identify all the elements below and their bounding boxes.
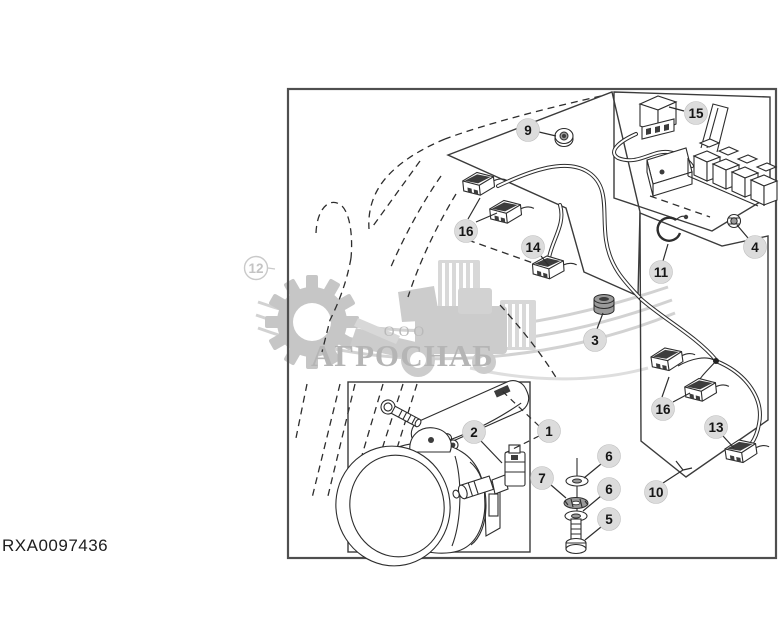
leader-line bbox=[540, 255, 550, 267]
leader-line bbox=[675, 460, 684, 471]
callout-number: 2 bbox=[470, 425, 478, 440]
callout-number: 4 bbox=[751, 240, 759, 255]
callout-bubble[interactable] bbox=[462, 420, 486, 444]
callout-bubble[interactable] bbox=[704, 415, 728, 439]
callout-4[interactable]: 4 bbox=[736, 224, 767, 259]
callout-number: 6 bbox=[605, 449, 613, 464]
callout-number: 11 bbox=[654, 265, 669, 280]
callout-number: 3 bbox=[591, 333, 599, 348]
watermark-org-prefix: ООО bbox=[384, 324, 429, 340]
part-number-label: RXA0097436 bbox=[2, 536, 109, 555]
leader-line bbox=[736, 224, 749, 239]
callout-bubble[interactable] bbox=[684, 101, 708, 125]
leader-line bbox=[596, 312, 604, 330]
fog-lamp bbox=[335, 427, 501, 567]
callout-13[interactable]: 13 bbox=[704, 415, 735, 449]
leader-line bbox=[475, 212, 498, 223]
callout-bubble[interactable] bbox=[537, 419, 561, 443]
callout-bubble[interactable] bbox=[597, 444, 621, 468]
callout-number: 5 bbox=[605, 512, 613, 527]
callout-2[interactable]: 2 bbox=[462, 420, 503, 464]
leader-line bbox=[582, 495, 602, 512]
relay-15 bbox=[638, 95, 678, 140]
panel-harness-right bbox=[639, 211, 769, 478]
watermark-gear-icon bbox=[265, 275, 359, 369]
leader-line bbox=[538, 131, 557, 137]
watermark-graphic: ООО АГРОСНАБ bbox=[255, 260, 676, 381]
leader-line bbox=[467, 197, 481, 220]
callout-bubble[interactable] bbox=[597, 477, 621, 501]
leader-line bbox=[668, 106, 685, 112]
leader-line bbox=[499, 388, 540, 427]
leader-line bbox=[662, 243, 669, 262]
callout-bubble[interactable] bbox=[583, 328, 607, 352]
leader-line bbox=[722, 435, 735, 449]
watermark-org-name: АГРОСНАБ bbox=[311, 338, 494, 373]
callout-6[interactable]: 6 bbox=[583, 444, 621, 479]
diagram-frame bbox=[286, 87, 778, 560]
connector-16b-left bbox=[488, 196, 536, 226]
callout-11[interactable]: 11 bbox=[649, 243, 673, 284]
leader-line bbox=[672, 392, 691, 403]
leader-line bbox=[662, 469, 684, 484]
callout-3[interactable]: 3 bbox=[583, 312, 607, 352]
callout-number: 13 bbox=[708, 420, 724, 435]
leader-line bbox=[584, 526, 602, 541]
leader-line bbox=[267, 267, 276, 270]
callout-16[interactable]: 16 bbox=[651, 376, 691, 421]
callout-number: 12 bbox=[248, 261, 263, 276]
leader-line bbox=[583, 463, 602, 479]
wire-harness bbox=[496, 132, 762, 454]
connector-14 bbox=[531, 253, 579, 281]
connector-13 bbox=[723, 435, 772, 466]
leader-line bbox=[480, 440, 503, 464]
hardware-stack bbox=[563, 458, 589, 555]
relay-block bbox=[646, 103, 778, 207]
grommet-3 bbox=[593, 294, 615, 315]
nut-9 bbox=[554, 127, 574, 148]
callout-12[interactable]: 12 bbox=[243, 255, 276, 281]
callout-number: 9 bbox=[524, 123, 532, 138]
callout-bubble[interactable] bbox=[649, 260, 673, 284]
callout-bubble[interactable] bbox=[597, 507, 621, 531]
callout-bubble[interactable] bbox=[521, 235, 545, 259]
callout-5[interactable]: 5 bbox=[584, 507, 621, 541]
callout-10[interactable]: 10 bbox=[644, 460, 693, 504]
callout-number: 16 bbox=[655, 402, 671, 417]
leader-line bbox=[550, 484, 567, 499]
leader-line bbox=[682, 467, 693, 471]
callout-bubble[interactable] bbox=[530, 466, 554, 490]
callout-bubble[interactable] bbox=[516, 118, 540, 142]
callout-1[interactable]: 1 bbox=[499, 388, 561, 454]
callout-7[interactable]: 7 bbox=[530, 466, 567, 499]
callout-layer: 9 15 16 14 12 11 4 3 2 1 7 6 6 5 10 16 13 bbox=[243, 101, 767, 541]
callout-9[interactable]: 9 bbox=[516, 118, 557, 142]
callout-number: 1 bbox=[545, 424, 553, 439]
callout-number: 16 bbox=[458, 224, 474, 239]
callout-bubble[interactable] bbox=[743, 235, 767, 259]
connector-16b-right bbox=[683, 374, 731, 404]
callout-14[interactable]: 14 bbox=[521, 235, 550, 267]
callout-number: 15 bbox=[688, 106, 704, 121]
callout-bubble[interactable] bbox=[651, 397, 675, 421]
connector-16a-right bbox=[649, 343, 698, 374]
nut-4 bbox=[726, 213, 742, 229]
callout-16[interactable]: 16 bbox=[454, 197, 498, 243]
callout-15[interactable]: 15 bbox=[668, 101, 708, 125]
callout-number: 7 bbox=[538, 471, 546, 486]
callout-6[interactable]: 6 bbox=[582, 477, 621, 512]
callout-number: 10 bbox=[648, 485, 663, 500]
callout-number: 6 bbox=[605, 482, 613, 497]
leader-line bbox=[661, 376, 670, 398]
callout-bubble[interactable] bbox=[644, 480, 668, 504]
callout-bubble[interactable] bbox=[243, 255, 269, 281]
panel-relay-block bbox=[613, 91, 771, 232]
callout-bubble[interactable] bbox=[454, 219, 478, 243]
bulb-socket-2 bbox=[452, 444, 526, 500]
callout-number: 14 bbox=[525, 240, 541, 255]
retaining-clip-11 bbox=[656, 214, 689, 242]
